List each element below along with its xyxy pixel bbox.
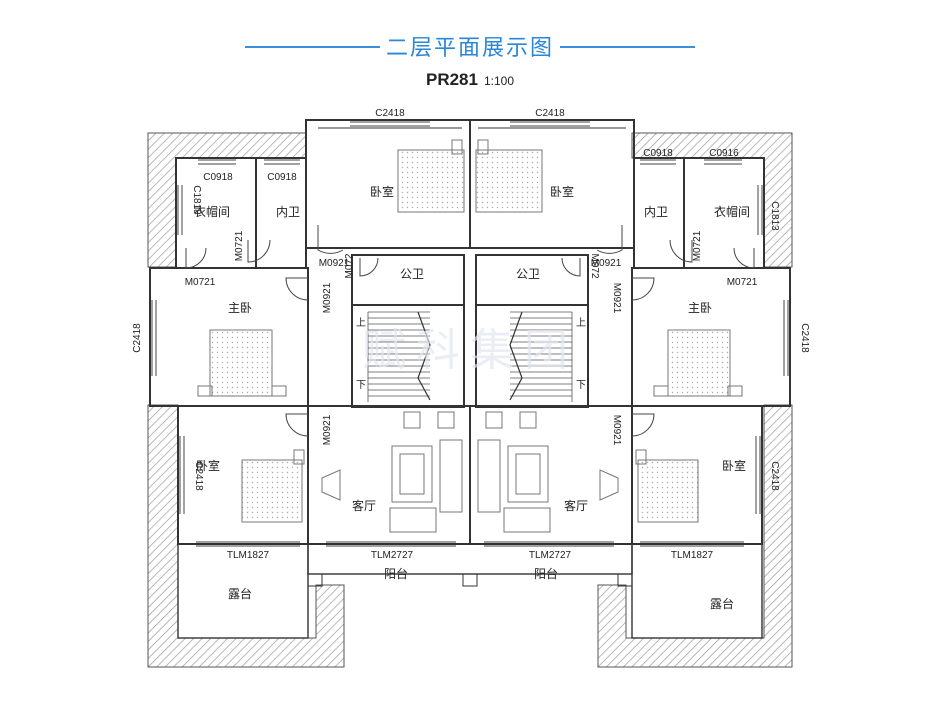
code-slider-terrace-right: TLM1827: [671, 550, 714, 561]
subtitle: PR281 1:100: [0, 70, 940, 90]
page-title: 二层平面展示图: [385, 36, 554, 61]
plan-scale: 1:100: [483, 74, 514, 88]
room-living-right: 客厅: [564, 498, 588, 513]
room-closet-right: 衣帽间: [714, 204, 750, 219]
room-labels: 卧室 卧室 衣帽间 内卫 内卫 衣帽间 公卫 公卫 主卧 主卧 卧室 卧室 客厅…: [194, 184, 750, 611]
code-door-bath-right: M072: [589, 253, 600, 278]
code-slider-balcony-right: TLM2727: [529, 550, 572, 561]
stair-up-right: 上: [576, 317, 586, 329]
room-inner-bath-left: 内卫: [276, 205, 300, 219]
windows: [151, 121, 789, 547]
stair-down-right: 下: [576, 380, 586, 391]
code-door-bedroom-right: M0921: [611, 415, 622, 446]
living-furniture: [321, 411, 619, 533]
room-inner-bath-right: 内卫: [644, 205, 668, 219]
beds: [197, 139, 743, 523]
code-window-side-right: C1813: [769, 201, 780, 231]
room-public-bath-left: 公卫: [400, 267, 424, 281]
code-door-corridor-left: M0921: [319, 258, 350, 269]
stairs-left: [367, 311, 431, 402]
code-door-master-right: M0721: [727, 277, 758, 288]
code-window-master-left: C2418: [132, 323, 143, 353]
room-bedroom-upper-right: 卧室: [550, 184, 574, 199]
title-line-left: [245, 46, 380, 48]
code-door-master-left: M0721: [185, 277, 216, 288]
code-door-master-entry-right: M0921: [611, 283, 622, 314]
code-window-bedroom-left: C2418: [193, 461, 204, 491]
code-slider-balcony-left: TLM2727: [371, 550, 414, 561]
stairs-right: [509, 311, 573, 402]
code-window-top-right: C2418: [535, 108, 565, 119]
code-door-bath-left: M072: [344, 253, 355, 278]
code-window-side-left: C1818: [191, 185, 202, 215]
room-terrace-left: 露台: [228, 586, 252, 601]
room-bedroom-upper-left: 卧室: [370, 184, 394, 199]
room-balcony-left: 阳台: [384, 566, 408, 581]
code-door-closet-right: M0721: [692, 230, 703, 261]
roof-eave-left: [147, 132, 307, 268]
doors: [185, 225, 755, 437]
code-door-master-entry-left: M0921: [322, 282, 333, 313]
room-bedroom-lower-left: 卧室: [196, 458, 220, 473]
title-row: 二层平面展示图: [0, 30, 940, 64]
room-bedroom-lower-right: 卧室: [722, 458, 746, 473]
stair-down-left: 下: [356, 380, 366, 391]
title-line-right: [560, 46, 695, 48]
code-slider-terrace-left: TLM1827: [227, 550, 270, 561]
code-window-bath-left: C0918: [267, 172, 297, 183]
walls: [149, 119, 791, 639]
room-master-right: 主卧: [688, 301, 712, 315]
code-window-bath-right: C0918: [643, 148, 673, 159]
room-master-left: 主卧: [228, 301, 252, 315]
room-living-left: 客厅: [352, 498, 376, 513]
code-window-closet-right: C0916: [709, 148, 739, 159]
code-door-closet-left: M0721: [234, 230, 245, 261]
room-public-bath-right: 公卫: [516, 267, 540, 281]
stair-up-left: 上: [356, 317, 366, 329]
code-window-closet-left: C0918: [203, 172, 233, 183]
code-door-bedroom-left: M0921: [322, 414, 333, 445]
code-window-master-right: C2418: [799, 323, 810, 353]
code-door-corridor-right: M0921: [591, 258, 622, 269]
plan-code: PR281: [425, 70, 478, 89]
code-window-bedroom-right: C2418: [769, 461, 780, 491]
room-closet-left: 衣帽间: [194, 204, 230, 219]
room-balcony-right: 阳台: [534, 566, 558, 581]
watermark: 赋科集团: [362, 325, 578, 376]
code-window-top-left: C2418: [375, 108, 405, 119]
opening-codes: C2418 C2418 C0918 C0918 C0918 C0916 C181…: [132, 108, 810, 561]
room-terrace-right: 露台: [710, 596, 734, 611]
